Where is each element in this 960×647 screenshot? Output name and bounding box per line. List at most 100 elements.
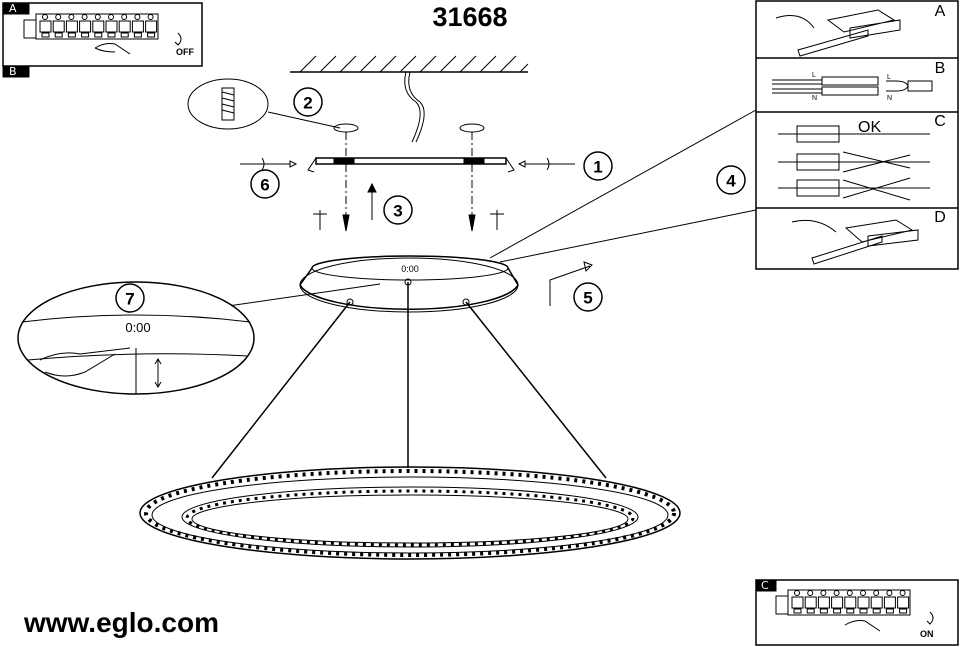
website-url: www.eglo.com: [23, 607, 219, 638]
terminal-screw-icon: [94, 14, 101, 20]
terminal-slot: [147, 32, 156, 38]
panel-switch-off: A B OFF: [2, 2, 203, 78]
wire-strip-examples: [778, 125, 930, 201]
wire-label-n: N: [812, 95, 817, 102]
terminal: [145, 20, 158, 33]
terminal: [870, 596, 883, 609]
terminal: [79, 20, 92, 33]
step-marker-4: 4: [716, 165, 746, 195]
terminal-slot: [859, 608, 868, 614]
terminal-screw-icon: [108, 14, 114, 20]
curved-arrow-icon: [926, 611, 934, 625]
ok-label: OK: [858, 119, 881, 136]
step-number: 2: [303, 94, 312, 113]
wire-label-n: N: [887, 95, 892, 102]
terminal: [118, 20, 131, 33]
curved-arrow-icon: [174, 32, 182, 46]
mains-cable: [404, 71, 425, 143]
step-number: 7: [125, 290, 134, 309]
screw-icon: [342, 214, 350, 232]
terminal-slot: [120, 32, 129, 38]
terminal-slot: [846, 608, 855, 614]
connector-close-drawing: [791, 219, 919, 265]
right-panel: [755, 0, 959, 270]
terminal-screw-icon: [81, 14, 88, 20]
arrow-right-icon: [517, 160, 575, 168]
terminal-slot: [81, 32, 90, 38]
detail-display: 0:00: [125, 320, 150, 335]
terminal-slot: [94, 32, 103, 38]
terminal: [804, 596, 817, 609]
rotate-icon: [261, 157, 550, 171]
arrow-left-icon: [240, 160, 298, 168]
terminal-screw-icon: [899, 590, 906, 596]
step-marker-5: 5: [573, 282, 603, 312]
suspension-wires: [211, 282, 607, 479]
terminal-slot: [806, 608, 815, 614]
panel-switch-on: C ON: [755, 579, 959, 646]
step-marker-3: 3: [383, 195, 413, 225]
terminal-block: [23, 13, 159, 40]
terminal: [817, 596, 830, 609]
terminal: [897, 596, 910, 609]
up-down-arrow-icon: [154, 358, 162, 388]
terminal-screw-icon: [860, 590, 866, 596]
step-number: 4: [726, 172, 736, 191]
terminal: [831, 596, 844, 609]
detail-7: 0:00: [17, 281, 381, 395]
terminal: [39, 20, 52, 33]
terminal-screw-icon: [886, 590, 893, 596]
canopy-display: 0:00: [401, 264, 419, 274]
step-marker-7: 7: [115, 283, 145, 313]
terminal: [857, 596, 870, 609]
terminal-screw-icon: [846, 590, 853, 596]
terminal-screw-icon: [833, 590, 840, 596]
terminal-slot: [54, 32, 63, 38]
panel-label-c: C: [761, 579, 769, 592]
model-number: 31668: [432, 2, 507, 32]
terminal: [105, 20, 118, 33]
crystal-ring: [139, 466, 681, 560]
wire-label-l: L: [812, 72, 816, 79]
panel-label-b: B: [9, 65, 17, 78]
connector-open-drawing: [775, 9, 901, 57]
terminal: [883, 596, 896, 609]
terminal: [844, 596, 857, 609]
terminal-slot: [107, 32, 116, 38]
step-marker-2: 2: [293, 87, 323, 117]
arrow-up-icon: [367, 182, 377, 220]
rotate-up-icon: [313, 210, 504, 230]
step-number: 5: [583, 289, 592, 308]
terminal-slot: [133, 32, 142, 38]
wire-label-l: L: [887, 74, 891, 81]
step-number: 1: [593, 158, 602, 177]
terminal-slot: [793, 608, 802, 614]
mounting-bracket: [240, 132, 575, 232]
section-label-c: C: [934, 113, 946, 130]
terminal-screw-icon: [42, 14, 48, 20]
screw-icon: [468, 214, 476, 232]
terminal-screw-icon: [794, 590, 800, 596]
terminal-slot: [41, 32, 50, 38]
terminal-screw-icon: [873, 590, 880, 596]
terminal-slot: [67, 32, 76, 38]
hand-icon: [844, 620, 881, 632]
section-label-a: A: [935, 3, 946, 20]
section-label-b: B: [935, 60, 946, 77]
terminal: [131, 20, 144, 33]
terminal-screw-icon: [134, 14, 141, 20]
terminal-screw-icon: [55, 14, 62, 20]
terminal-screw-icon: [68, 14, 75, 20]
terminal-screw-icon: [807, 590, 814, 596]
step-number: 3: [393, 202, 402, 221]
switch-off-label: OFF: [176, 47, 194, 57]
ceiling: [290, 55, 529, 143]
step-marker-1: 1: [583, 151, 613, 181]
canopy: 0:00: [299, 255, 519, 313]
terminal-slot: [833, 608, 842, 614]
dowel-detail: [187, 78, 485, 133]
terminal-screw-icon: [147, 14, 154, 20]
section-label-d: D: [934, 209, 946, 226]
terminal-slot: [872, 608, 881, 614]
